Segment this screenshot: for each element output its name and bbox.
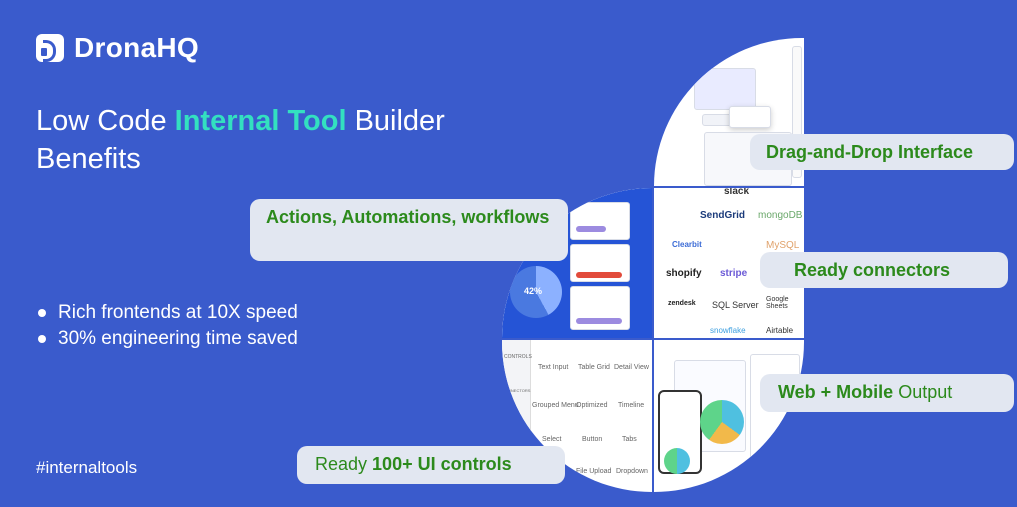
tab-controls[interactable]: CONTROLS — [504, 354, 532, 360]
control-button[interactable]: Button — [582, 436, 603, 443]
chart-center-label: 42% — [524, 286, 543, 296]
feature-web-plain: Output — [893, 382, 953, 402]
connector-zendesk: zendesk — [668, 300, 696, 307]
control-dropdown[interactable]: Dropdown — [616, 468, 648, 475]
control-file-upload[interactable]: File Upload — [576, 468, 612, 475]
connector-slack: slack — [724, 188, 750, 197]
page-title: Low Code Internal Tool Builder Benefits — [36, 102, 556, 178]
web-mobile-preview — [654, 340, 804, 492]
dronahq-logo-icon — [36, 34, 64, 62]
list-item: 30% engineering time saved — [36, 326, 298, 352]
feature-drag-drop: Drag-and-Drop Interface — [750, 134, 1014, 170]
control-optimized[interactable]: Optimized — [576, 402, 608, 409]
automations-preview: 42% — [502, 188, 652, 338]
feature-ui-bold: 100+ UI controls — [372, 454, 512, 474]
feature-ui-controls: Ready 100+ UI controls — [297, 446, 565, 484]
tab-connectors[interactable]: CONNECTORS — [502, 388, 531, 393]
brand-name: DronaHQ — [74, 32, 199, 63]
title-line2: Benefits — [36, 143, 141, 175]
connector-sqlserver: SQL Server — [712, 300, 759, 310]
connector-mongodb: mongoDB — [758, 210, 803, 221]
brand-logo: DronaHQ — [36, 32, 199, 64]
drag-drop-preview — [654, 38, 804, 186]
connector-clearbit: Clearbit — [672, 240, 702, 249]
connector-snowflake: snowflake — [710, 326, 746, 335]
title-part1: Low Code — [36, 105, 175, 137]
feature-ui-plain: Ready — [315, 454, 373, 474]
control-detail-view[interactable]: Detail View — [614, 364, 649, 371]
connector-google-sheets: Google Sheets — [766, 296, 789, 310]
connector-shopify: shopify — [666, 268, 702, 279]
connector-mysql: MySQL — [766, 240, 800, 251]
connector-stripe: stripe — [720, 268, 748, 279]
connector-sendgrid: SendGrid — [700, 210, 746, 221]
feature-web-mobile: Web + Mobile Output — [760, 374, 1014, 412]
title-part2: Builder — [346, 105, 445, 137]
control-text-input[interactable]: Text Input — [538, 364, 569, 371]
hashtag: #internaltools — [36, 458, 138, 477]
control-timeline[interactable]: Timeline — [618, 402, 645, 409]
control-select[interactable]: Select — [542, 436, 562, 443]
benefits-list: Rich frontends at 10X speed 30% engineer… — [36, 300, 298, 352]
control-grouped-menu[interactable]: Grouped Menu — [532, 402, 579, 409]
title-highlight: Internal Tool — [174, 105, 347, 137]
feature-actions: Actions, Automations, workflows — [250, 199, 568, 261]
list-item: Rich frontends at 10X speed — [36, 300, 298, 326]
control-tabs[interactable]: Tabs — [622, 436, 637, 443]
feature-connectors: Ready connectors — [760, 252, 1008, 288]
feature-web-bold: Web + Mobile — [778, 382, 894, 402]
control-table-grid[interactable]: Table Grid — [578, 364, 610, 371]
connector-airtable: Airtable — [766, 326, 794, 335]
